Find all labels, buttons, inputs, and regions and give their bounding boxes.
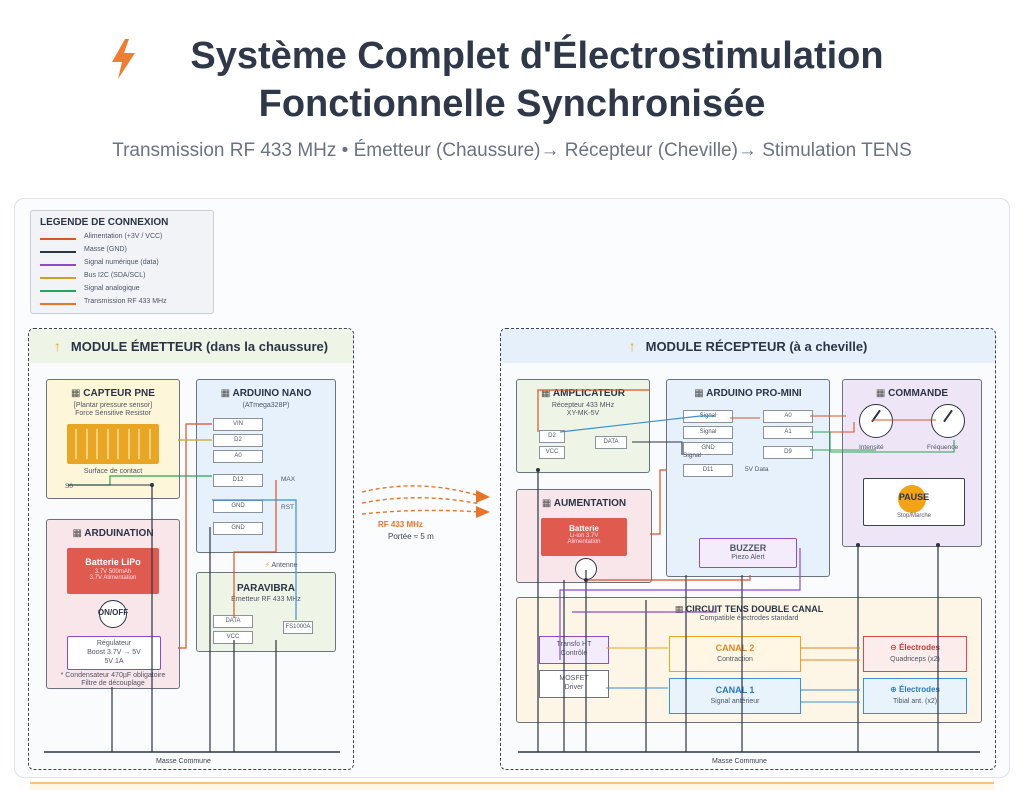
arrow-up-icon: ↑: [53, 338, 61, 354]
lipo-battery: Batterie LiPo 3.7V 500mAh 3.7V Alimentat…: [67, 548, 159, 594]
rf-receiver-sub2: XY-MK-5V: [566, 410, 600, 417]
pro-mini-pin-left3: GND: [683, 442, 733, 455]
page-subtitle: Transmission RF 433 MHz • Émetteur (Chau…: [112, 140, 912, 161]
lightning-bolt-icon: [112, 39, 135, 79]
nano-right-label: MAX: [281, 476, 296, 483]
capacitor-note: * Condensateur 470µF obligatoire: [60, 672, 166, 679]
pause-button-sub: Stop/Marche: [896, 513, 932, 519]
command-box: ▦ COMMANDE Intensité Fréquence PAUSE Sto…: [842, 379, 982, 547]
command-title: ▦ COMMANDE: [875, 388, 949, 399]
rf-emitter-title: PARAVIBRA: [237, 583, 295, 594]
rf-pin-vcc: VCC: [213, 631, 253, 644]
nano-pin-a0: A0: [213, 450, 263, 463]
tens-mosfet-box: MOSFET Driver: [539, 670, 609, 698]
rf-link-range: Portée ≈ 5 m: [388, 532, 434, 541]
tens-sub: Compatible électrodes standard: [699, 615, 799, 622]
fsr-sensor-pad: [67, 424, 159, 464]
battery-sub2: 3.7V Alimentation: [89, 575, 137, 581]
pressure-sensor-title: ▦ CAPTEUR PNE: [71, 388, 155, 399]
tens-transformer-box: Transfo HT Contrôle: [539, 636, 609, 664]
pro-mini-pin-a1: A1: [763, 426, 813, 439]
tens-circuit-box: ▦ CIRCUIT TENS DOUBLE CANAL Compatible é…: [516, 597, 982, 723]
electrode-red-icon: ⊖: [890, 643, 900, 652]
emitter-power-box: ▦ ARDUINATION Batterie LiPo 3.7V 500mAh …: [46, 519, 180, 689]
legend-title: LEGENDE DE CONNEXION: [40, 217, 169, 228]
pause-button-label: PAUSE: [898, 492, 930, 502]
nano-pin-gnd: GND: [213, 500, 263, 513]
receiver-switch-icon: [575, 558, 597, 580]
rf-receiver-sub1: Récepteur 433 MHz: [551, 402, 615, 409]
emitter-module-header: ↑ MODULE ÉMETTEUR (dans la chaussure): [29, 329, 353, 363]
page-title-line1: Système Complet d'Électrostimulation: [190, 35, 884, 77]
rf-pin-data: DATA: [213, 615, 253, 628]
rf-emitter-sub: Émetteur RF 433 MHz: [231, 596, 301, 603]
rx-pin-d2: D2: [539, 430, 565, 443]
receiver-power-title: ▦ AUMENTATION: [541, 498, 627, 509]
electrode-blue-icon: ⊕: [890, 685, 900, 694]
page-title-line2: Fonctionnelle Synchronisée: [258, 83, 766, 125]
nano-pin-vin: VIN: [213, 418, 263, 431]
nano-pin-d12: D12: [213, 474, 263, 487]
electrodes-tibial: ⊕ Électrodes Tibial ant. (x2): [863, 678, 967, 714]
arrow-up-icon: ↑: [628, 338, 636, 354]
arduino-nano-box: ▦ ARDUINO NANO (ATmega328P) VIN D2 A0 D1…: [196, 379, 336, 553]
nano-pin-gnd2: GND: [213, 522, 263, 535]
intensity-potentiometer-icon[interactable]: [859, 404, 893, 438]
receiver-module-title: MODULE RÉCEPTEUR (à a cheville): [645, 338, 868, 354]
pro-mini-caption-left: Signal: [683, 452, 702, 459]
on-off-switch-icon: ON/OFF: [98, 600, 128, 628]
pro-mini-pin-d9: D9: [763, 446, 813, 459]
pro-mini-pin-left4: D11: [683, 464, 733, 477]
battery-sub1: 3.7V 500mAh: [94, 569, 132, 575]
pro-mini-pin-a0: A0: [763, 410, 813, 423]
frequency-potentiometer-icon[interactable]: [931, 404, 965, 438]
pro-mini-pin-left1: Signal: [683, 410, 733, 423]
tens-title: ▦ CIRCUIT TENS DOUBLE CANAL: [674, 604, 824, 614]
buzzer-box: BUZZER Piezo Alert: [699, 538, 797, 568]
electrode-red-icon-label: ⊖ Électrodes: [890, 643, 940, 652]
arduino-pro-mini-title: ▦ ARDUINO PRO-MINI: [694, 388, 802, 399]
arduino-nano-sub: (ATmega328P): [242, 402, 290, 409]
rf-module-label: FS1000A: [283, 621, 313, 634]
arduino-nano-title: ▦ ARDUINO NANO: [220, 388, 312, 399]
bottom-panel-edge: [30, 782, 994, 790]
emitter-module-title: MODULE ÉMETTEUR (dans la chaussure): [70, 338, 329, 354]
receiver-ground-label: Masse Commune: [712, 758, 767, 765]
pause-button-icon[interactable]: [898, 485, 926, 513]
rf-receiver-box: ▦ AMPLICATEUR Récepteur 433 MHz XY-MK-5V…: [516, 379, 650, 473]
emitter-ground-label: Masse Commune: [156, 758, 211, 765]
nano-pin-d2: D2: [213, 434, 263, 447]
tens-channel-1: CANAL 1 Signal antérieur: [669, 678, 801, 714]
antenna-label: ⚡ Antenne: [265, 562, 298, 569]
capacitor-note2: Filtre de découplage: [81, 680, 145, 687]
pressure-sensor-caption: Surface de contact: [83, 468, 143, 475]
legend: LEGENDE DE CONNEXION Alimentation (+3V /…: [30, 210, 214, 314]
receiver-battery: Batterie Li-ion 3.7V Alimentation: [541, 518, 627, 556]
arduino-pro-mini-box: ▦ ARDUINO PRO-MINI Signal Signal GND D11…: [666, 379, 830, 577]
rx-pin-vcc: VCC: [539, 446, 565, 459]
intensity-label: Intensité: [859, 444, 884, 451]
header: Système Complet d'Électrostimulation Fon…: [0, 0, 1024, 190]
pressure-sensor-box: ▦ CAPTEUR PNE [Plantar pressure sensor] …: [46, 379, 180, 499]
boost-regulator-box: Régulateur Boost 3.7V → 5V 5V 1A: [67, 636, 161, 670]
sensor-pin-label: S0: [65, 483, 73, 490]
rx-pin-data: DATA: [595, 436, 627, 449]
tens-channel-2: CANAL 2 Contraction: [669, 636, 801, 672]
nano-right-label2: RST: [281, 504, 294, 511]
receiver-module-header: ↑ MODULE RÉCEPTEUR (à a cheville): [501, 329, 995, 363]
emitter-power-title: ▦ ARDUINATION: [72, 528, 154, 539]
pro-mini-pin-left2: Signal: [683, 426, 733, 439]
pressure-sensor-sub2: Force Sensitive Resistor: [75, 410, 151, 417]
receiver-power-box: ▦ AUMENTATION Batterie Li-ion 3.7V Alime…: [516, 489, 652, 583]
pause-button-box[interactable]: PAUSE Stop/Marche: [863, 478, 965, 526]
frequency-label: Fréquence: [927, 444, 959, 451]
rf-link-label: RF 433 MHz: [378, 520, 423, 529]
pressure-sensor-sub: [Plantar pressure sensor]: [73, 402, 153, 409]
battery-label: Batterie LiPo: [85, 557, 141, 567]
electrodes-quadriceps: ⊖ Électrodes Quadriceps (x2): [863, 636, 967, 672]
electrode-blue-icon-label: ⊕ Électrodes: [890, 685, 940, 694]
pro-mini-caption-right: 5V Data: [745, 466, 769, 473]
rf-emitter-box: ⚡ Antenne PARAVIBRA Émetteur RF 433 MHz …: [196, 562, 336, 652]
rf-receiver-title: ▦ AMPLICATEUR: [541, 388, 625, 399]
